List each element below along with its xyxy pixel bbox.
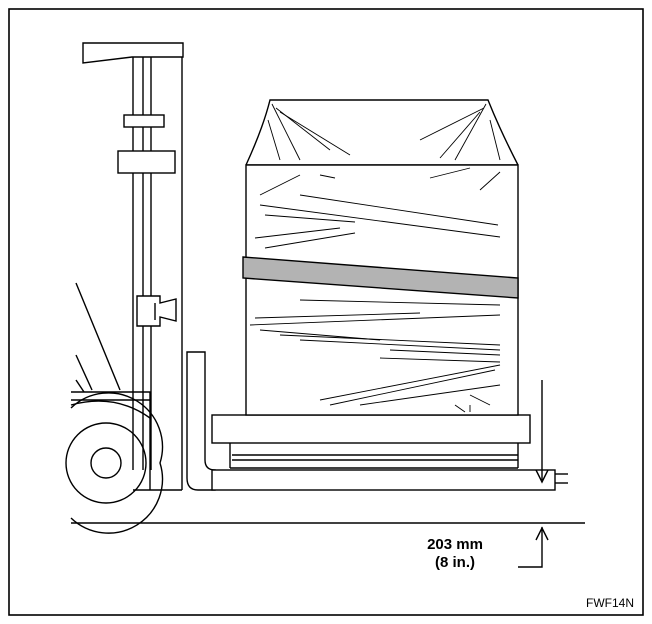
figure-frame [8,8,644,616]
dimension-imperial: (8 in.) [435,554,475,571]
dimension-metric: 203 mm [427,536,483,553]
forklift-mast [82,42,184,491]
pallet [211,414,531,469]
load-strap [242,256,519,299]
wrap-lines [249,103,501,413]
wrapped-load [242,99,519,416]
dimension-arrow-up [518,526,549,568]
forks [186,351,568,491]
figure-id: FWF14N [586,596,634,610]
dimension-label: 203 mm (8 in.) [415,536,495,572]
forklift-body [70,282,151,490]
front-wheel [65,392,164,534]
dimension-arrow-down [535,380,549,484]
